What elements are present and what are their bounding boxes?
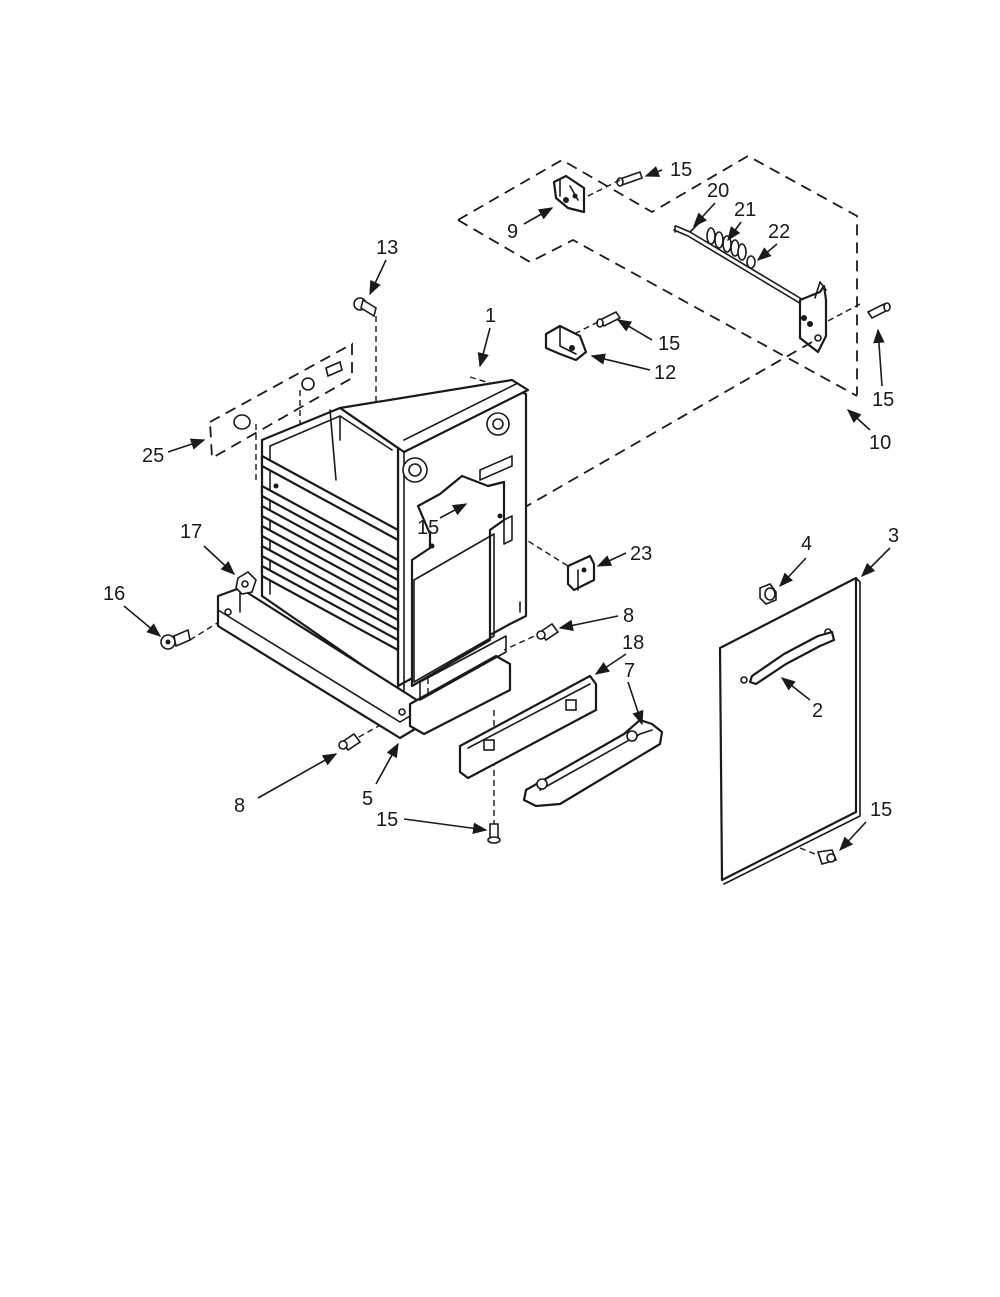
top-group-outline: [457, 154, 858, 397]
part-9-bracket: [552, 174, 586, 214]
part-22-washer: [746, 255, 756, 269]
part-23-clip: [566, 554, 596, 592]
callout-12: 12: [654, 362, 676, 384]
callout-25: 25: [142, 445, 164, 467]
callout-4: 4: [801, 533, 812, 555]
callout-15: 15: [376, 809, 398, 831]
callout-5: 5: [362, 788, 373, 810]
part-17-nut: [235, 570, 257, 595]
part-3-door: [718, 576, 861, 885]
part-18-panel: [458, 674, 598, 780]
callout-2: 2: [812, 700, 823, 722]
part-7-kick-plate: [522, 718, 664, 808]
callout-15: 15: [658, 333, 680, 355]
callout-8: 8: [623, 605, 634, 627]
callout-22: 22: [768, 221, 790, 243]
part-20-rod: [673, 221, 821, 315]
screw-15-top: [616, 166, 663, 187]
screw-15-mid: [596, 310, 622, 328]
lower-frame: [408, 635, 512, 736]
part-8-screw-upper: [536, 622, 560, 642]
callout-9: 9: [507, 221, 518, 243]
part-1-cabinet-frame: [338, 378, 530, 691]
callout-15: 15: [870, 799, 892, 821]
callout-16: 16: [103, 583, 125, 605]
callout-10: 10: [869, 432, 891, 454]
part-16-screw: [160, 628, 191, 650]
part-13-screw: [353, 297, 377, 318]
callout-18: 18: [622, 632, 644, 654]
callout-15: 15: [670, 159, 692, 181]
callout-13: 13: [376, 237, 398, 259]
part-4-bumper: [759, 583, 777, 605]
screw-15-right: [866, 302, 891, 320]
callout-15: 15: [872, 389, 894, 411]
callout-21: 21: [734, 199, 756, 221]
screw-15-bottom: [487, 823, 501, 844]
callout-8: 8: [234, 795, 245, 817]
part-25-group: [209, 342, 353, 460]
callout-17: 17: [180, 521, 202, 543]
callout-7: 7: [624, 660, 635, 682]
callout-15: 15: [417, 517, 439, 539]
screw-15-door: [816, 849, 838, 865]
callout-23: 23: [630, 543, 652, 565]
part-8-screw-lower: [338, 732, 362, 752]
part-2-handle: [748, 630, 836, 686]
leader-lines: [123, 202, 891, 852]
part-12-bracket: [544, 324, 588, 362]
callout-3: 3: [888, 525, 899, 547]
part-10-latch: [798, 281, 828, 354]
callout-20: 20: [707, 180, 729, 202]
callout-1: 1: [485, 305, 496, 327]
part-21-spring: [706, 227, 747, 261]
ice-bin-tub: [260, 406, 400, 692]
